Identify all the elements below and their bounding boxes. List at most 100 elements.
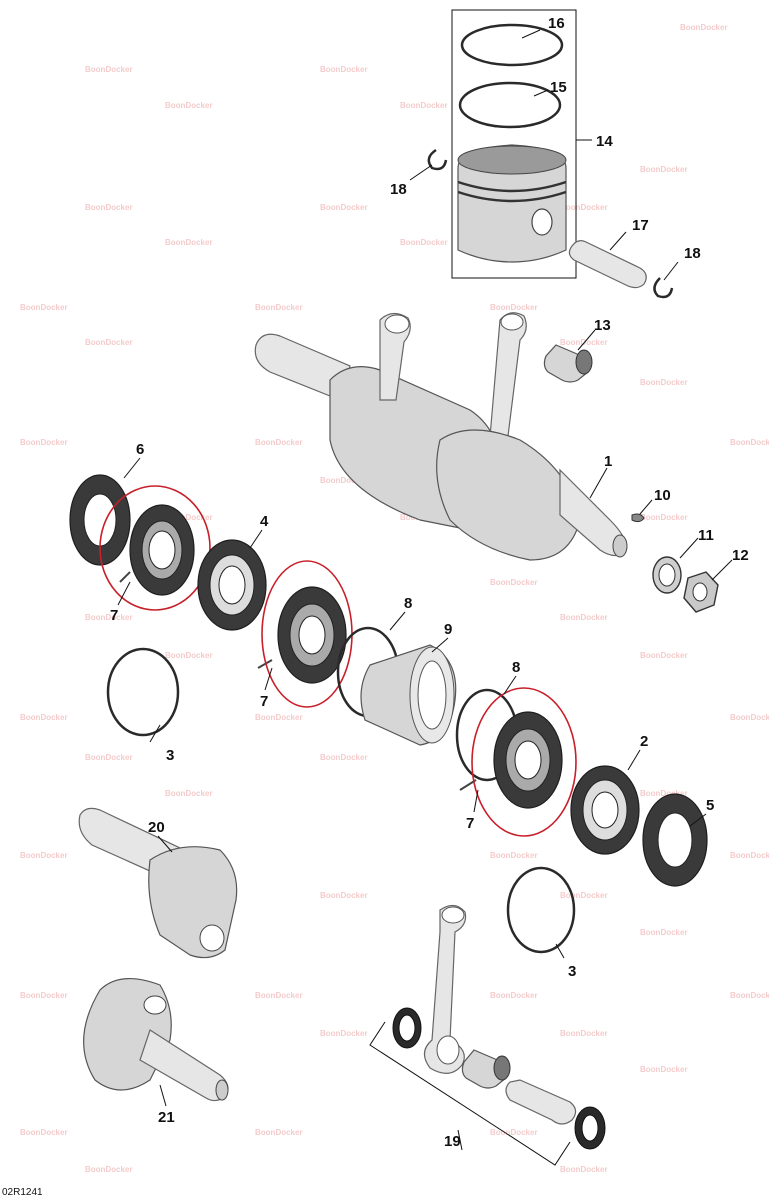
needle-bearing-13[interactable] bbox=[543, 344, 593, 383]
callout-7: 7 bbox=[466, 815, 474, 832]
watermark: BoonDocker bbox=[400, 101, 448, 110]
spacer-sleeve-9[interactable] bbox=[360, 644, 457, 746]
watermark: BoonDocker bbox=[20, 991, 68, 1000]
watermark: BoonDocker bbox=[560, 1165, 608, 1174]
callout-9: 9 bbox=[444, 621, 452, 638]
callout-10: 10 bbox=[654, 487, 671, 504]
watermark: BoonDocker bbox=[255, 303, 303, 312]
watermark: BoonDocker bbox=[560, 1029, 608, 1038]
watermark: BoonDocker bbox=[490, 303, 538, 312]
watermark: BoonDocker bbox=[255, 1128, 303, 1137]
ball-bearing-4[interactable] bbox=[197, 539, 267, 631]
connecting-rod-kit-bracket bbox=[369, 1021, 571, 1166]
callout-18: 18 bbox=[684, 245, 701, 262]
watermark: BoonDocker bbox=[640, 165, 688, 174]
watermark: BoonDocker bbox=[255, 713, 303, 722]
watermark: BoonDocker bbox=[490, 851, 538, 860]
ball-bearing-7-right[interactable] bbox=[459, 711, 563, 809]
watermark: BoonDocker bbox=[490, 578, 538, 587]
callout-16: 16 bbox=[548, 15, 565, 32]
callout-18: 18 bbox=[390, 181, 407, 198]
watermark: BoonDocker bbox=[20, 1128, 68, 1137]
callout-2: 2 bbox=[640, 733, 648, 750]
callout-4: 4 bbox=[260, 513, 269, 530]
watermark: BoonDocker bbox=[640, 789, 688, 798]
piston-pin-clip-18-right[interactable] bbox=[653, 277, 674, 299]
o-ring-3-left[interactable] bbox=[106, 647, 180, 737]
watermark: BoonDocker bbox=[85, 65, 133, 74]
watermark: BoonDocker bbox=[20, 303, 68, 312]
ball-bearing-7-middle[interactable] bbox=[257, 586, 347, 684]
crankshaft-assembly[interactable] bbox=[254, 312, 628, 561]
watermark: BoonDocker bbox=[165, 789, 213, 798]
leader-lines bbox=[117, 29, 733, 1151]
oil-seal-5[interactable] bbox=[642, 793, 708, 887]
thrust-washer-lower[interactable] bbox=[574, 1106, 606, 1150]
callout-13: 13 bbox=[594, 317, 611, 334]
connecting-rod[interactable] bbox=[423, 904, 467, 1074]
nut-12[interactable] bbox=[683, 571, 719, 613]
crank-half-21[interactable] bbox=[83, 977, 229, 1102]
needle-bearing-rod[interactable] bbox=[461, 1049, 511, 1089]
highlight-circle bbox=[471, 687, 577, 837]
watermark: BoonDocker bbox=[730, 851, 769, 860]
watermark: BoonDocker bbox=[560, 891, 608, 900]
callout-21: 21 bbox=[158, 1109, 175, 1126]
watermark: BoonDocker bbox=[490, 1128, 538, 1137]
watermark: BoonDocker bbox=[85, 338, 133, 347]
callout-8: 8 bbox=[404, 595, 412, 612]
piston-ring-16[interactable] bbox=[460, 23, 564, 67]
callout-17: 17 bbox=[632, 217, 649, 234]
watermark: BoonDocker bbox=[320, 65, 368, 74]
o-ring-3-right[interactable] bbox=[506, 866, 576, 954]
watermark: BoonDocker bbox=[255, 438, 303, 447]
piston-kit-frame bbox=[451, 9, 577, 279]
piston[interactable] bbox=[457, 144, 567, 263]
piston-pin-clip-18-left[interactable] bbox=[427, 148, 448, 171]
crank-half-20[interactable] bbox=[78, 807, 238, 959]
watermark: BoonDocker bbox=[320, 753, 368, 762]
callout-3: 3 bbox=[568, 963, 576, 980]
callout-15: 15 bbox=[550, 79, 567, 96]
watermark: BoonDocker bbox=[640, 1065, 688, 1074]
piston-ring-15[interactable] bbox=[458, 81, 562, 129]
watermark: BoonDocker bbox=[85, 1165, 133, 1174]
callout-19: 19 bbox=[444, 1133, 461, 1150]
callout-8: 8 bbox=[512, 659, 520, 676]
thrust-washer-upper[interactable] bbox=[392, 1007, 422, 1049]
ball-bearing-7-left[interactable] bbox=[119, 504, 195, 596]
watermark: BoonDocker bbox=[85, 753, 133, 762]
watermark: BoonDocker bbox=[680, 23, 728, 32]
watermark: BoonDocker bbox=[20, 713, 68, 722]
watermark: BoonDocker bbox=[320, 891, 368, 900]
callout-20: 20 bbox=[148, 819, 165, 836]
callout-labels: 1 2 3 3 4 5 6 7 7 7 8 8 9 10 11 12 13 14… bbox=[110, 15, 749, 1150]
watermark: BoonDocker bbox=[165, 101, 213, 110]
ball-bearing-2[interactable] bbox=[570, 765, 640, 855]
watermark: BoonDocker bbox=[640, 651, 688, 660]
oil-seal-6[interactable] bbox=[69, 474, 131, 566]
watermark: BoonDocker bbox=[730, 713, 769, 722]
callout-12: 12 bbox=[732, 547, 749, 564]
watermark: BoonDocker bbox=[320, 476, 368, 485]
watermark: BoonDocker bbox=[560, 613, 608, 622]
watermark: BoonDocker bbox=[20, 851, 68, 860]
watermark: BoonDocker bbox=[730, 991, 769, 1000]
watermark: BoonDocker bbox=[400, 238, 448, 247]
watermark: BoonDocker bbox=[640, 378, 688, 387]
crank-pin[interactable] bbox=[505, 1079, 577, 1125]
figure-id: 02R1241 bbox=[2, 1187, 43, 1198]
callout-7: 7 bbox=[110, 607, 118, 624]
piston-pin-17[interactable] bbox=[568, 240, 647, 289]
callout-5: 5 bbox=[706, 797, 714, 814]
lock-washer-11[interactable] bbox=[652, 556, 682, 594]
watermark: BoonDocker bbox=[85, 203, 133, 212]
watermark: BoonDocker bbox=[255, 991, 303, 1000]
callout-6: 6 bbox=[136, 441, 144, 458]
callout-1: 1 bbox=[604, 453, 612, 470]
highlight-circle bbox=[99, 485, 211, 611]
watermark: BoonDocker bbox=[165, 513, 213, 522]
watermark: BoonDocker bbox=[320, 203, 368, 212]
woodruff-key-10[interactable] bbox=[631, 513, 645, 523]
